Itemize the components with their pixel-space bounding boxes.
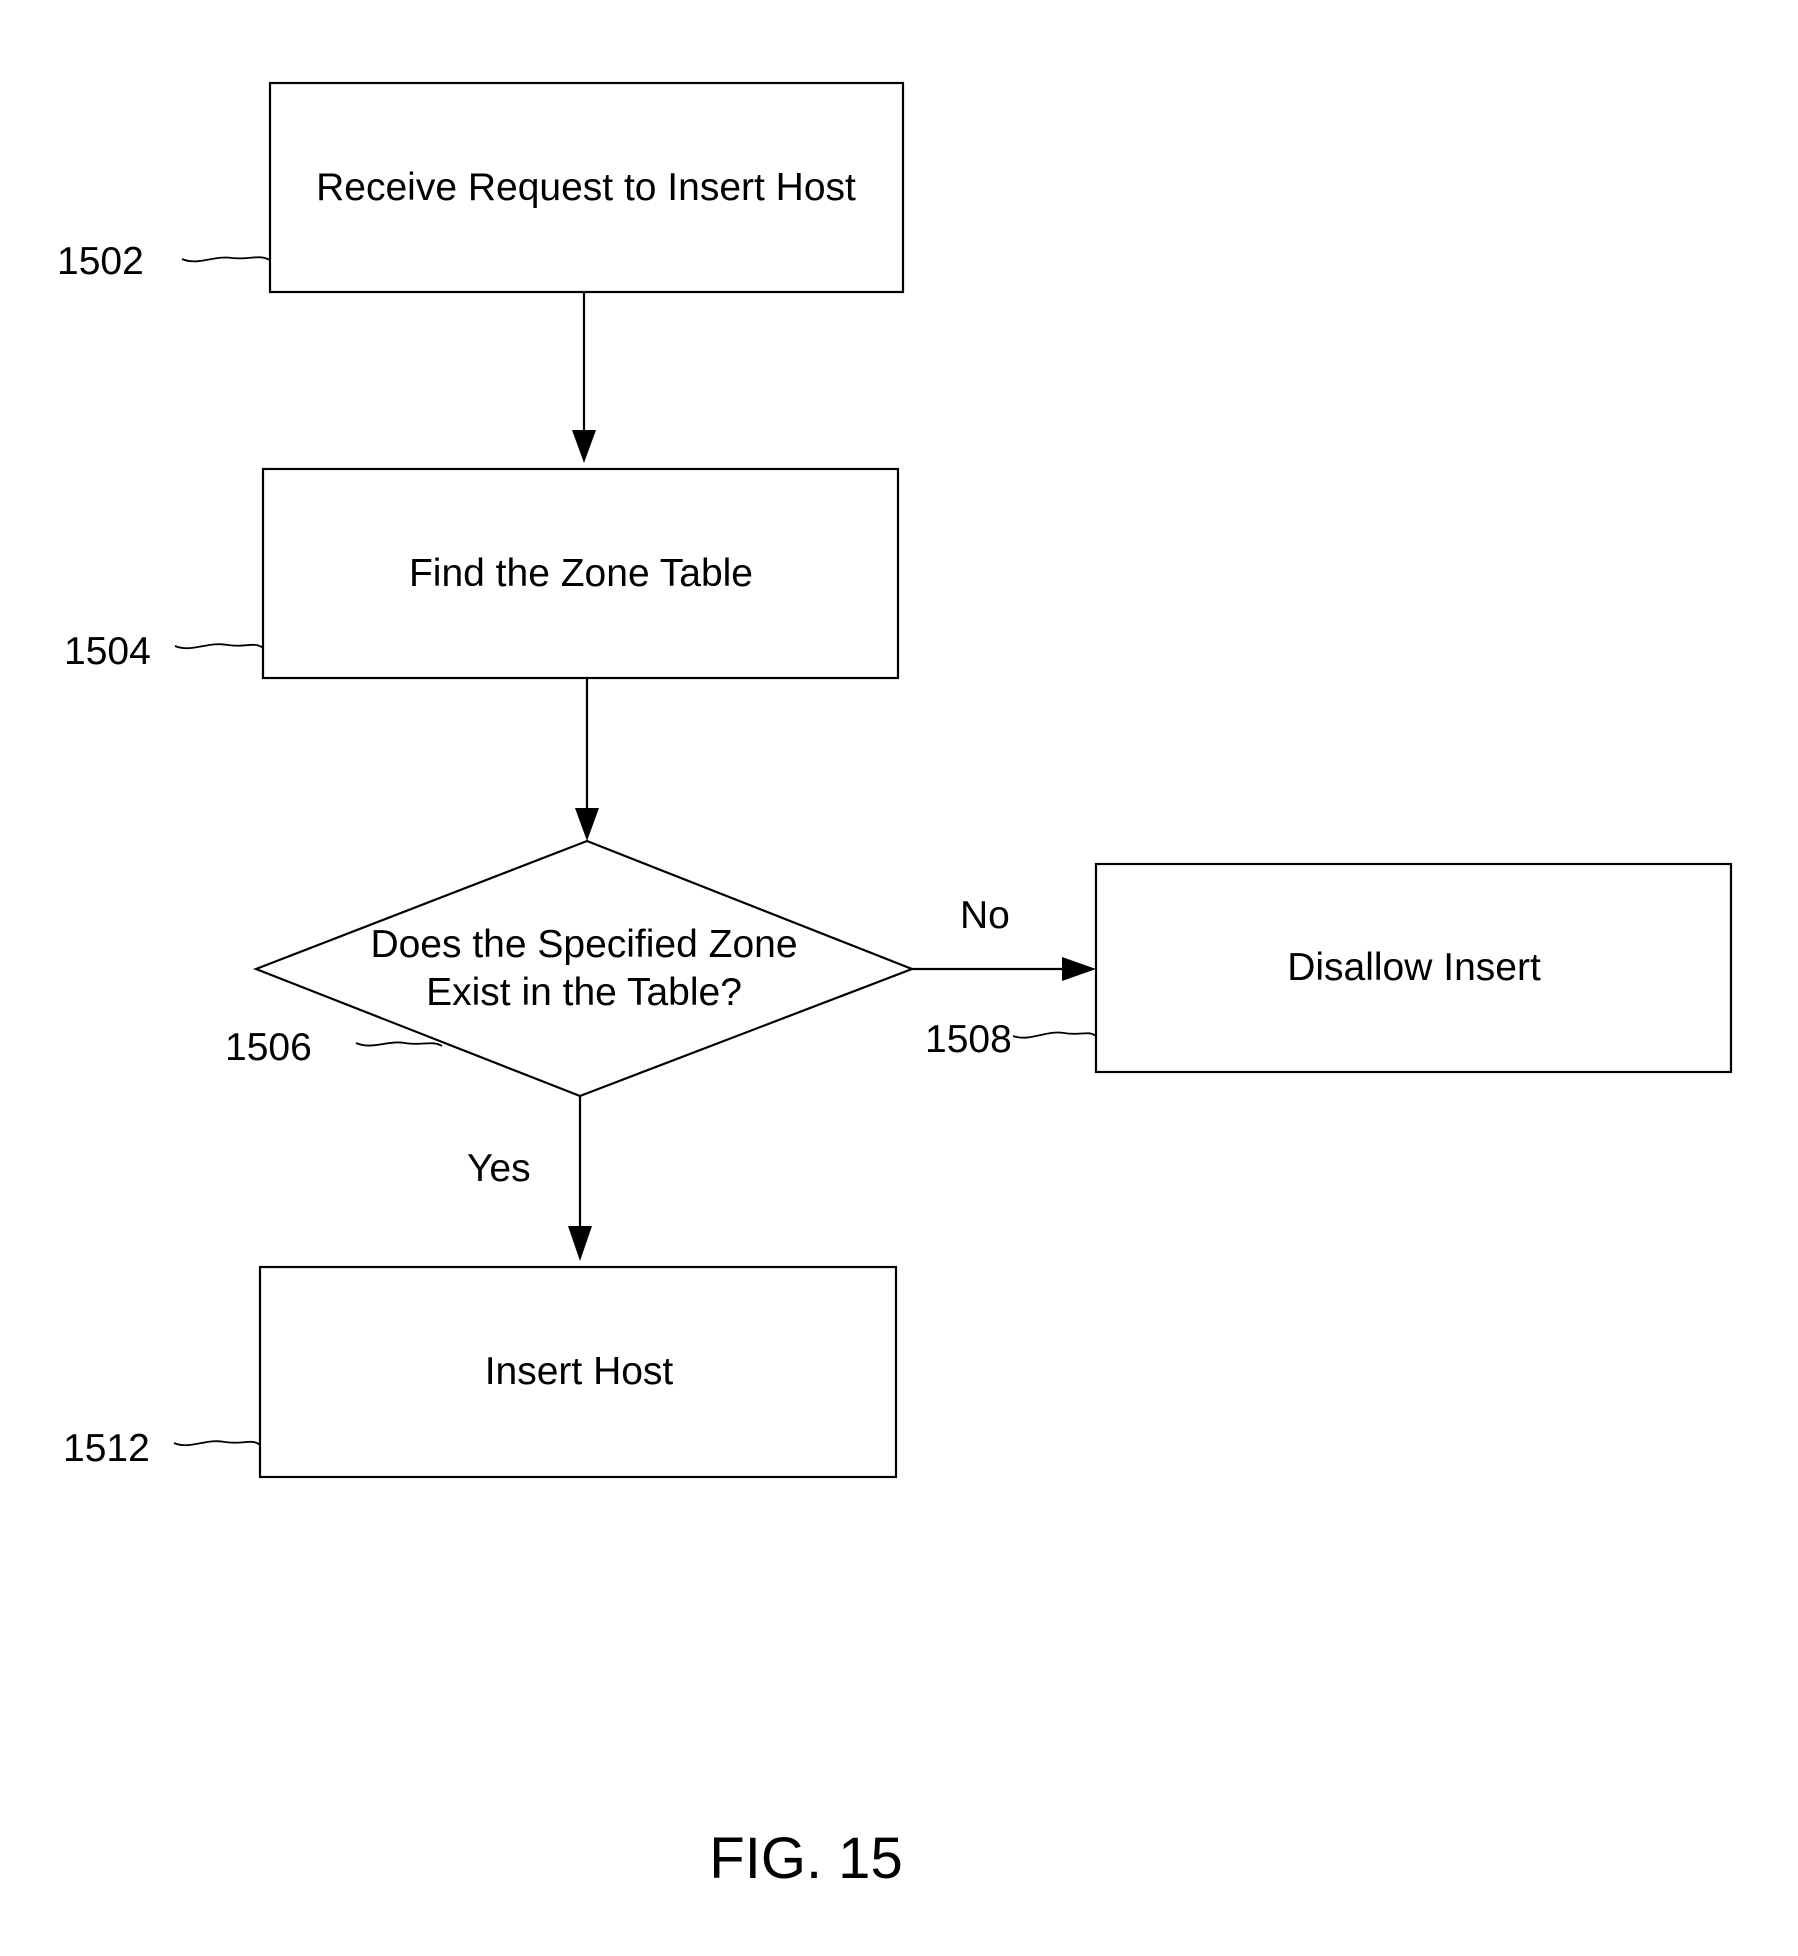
figure-label: FIG. 15 — [709, 1826, 902, 1891]
step-1504: Find the Zone Table 1504 — [64, 469, 898, 678]
step-1512-text: Insert Host — [485, 1350, 674, 1393]
decision-1506-diamond — [256, 841, 912, 1096]
arrow-1504-to-1506 — [575, 678, 599, 841]
ref-1508-label: 1508 — [925, 1018, 1012, 1061]
ref-1512-leader — [174, 1441, 260, 1445]
branch-no-label: No — [960, 894, 1010, 937]
ref-1506-label: 1506 — [225, 1026, 312, 1069]
step-1512: Insert Host 1512 — [63, 1267, 896, 1477]
branch-no: No — [912, 894, 1096, 981]
step-1502-text: Receive Request to Insert Host — [316, 166, 856, 209]
ref-1504-label: 1504 — [64, 630, 151, 673]
branch-yes: Yes — [467, 1096, 592, 1261]
decision-1506-text-line1: Does the Specified Zone — [370, 923, 797, 966]
step-1504-text: Find the Zone Table — [409, 552, 753, 595]
step-1502: Receive Request to Insert Host 1502 — [57, 83, 903, 292]
arrow-1502-to-1504 — [572, 292, 596, 463]
decision-1506-text-line2: Exist in the Table? — [426, 971, 742, 1014]
ref-1502-label: 1502 — [57, 240, 144, 283]
ref-1508-leader — [1013, 1033, 1096, 1038]
branch-yes-label: Yes — [467, 1147, 531, 1190]
step-1508-text: Disallow Insert — [1287, 946, 1541, 989]
decision-1506: Does the Specified Zone Exist in the Tab… — [225, 841, 912, 1096]
ref-1506-leader — [356, 1042, 442, 1046]
ref-1502-leader — [182, 257, 270, 261]
ref-1512-label: 1512 — [63, 1427, 150, 1470]
ref-1504-leader — [175, 644, 263, 648]
